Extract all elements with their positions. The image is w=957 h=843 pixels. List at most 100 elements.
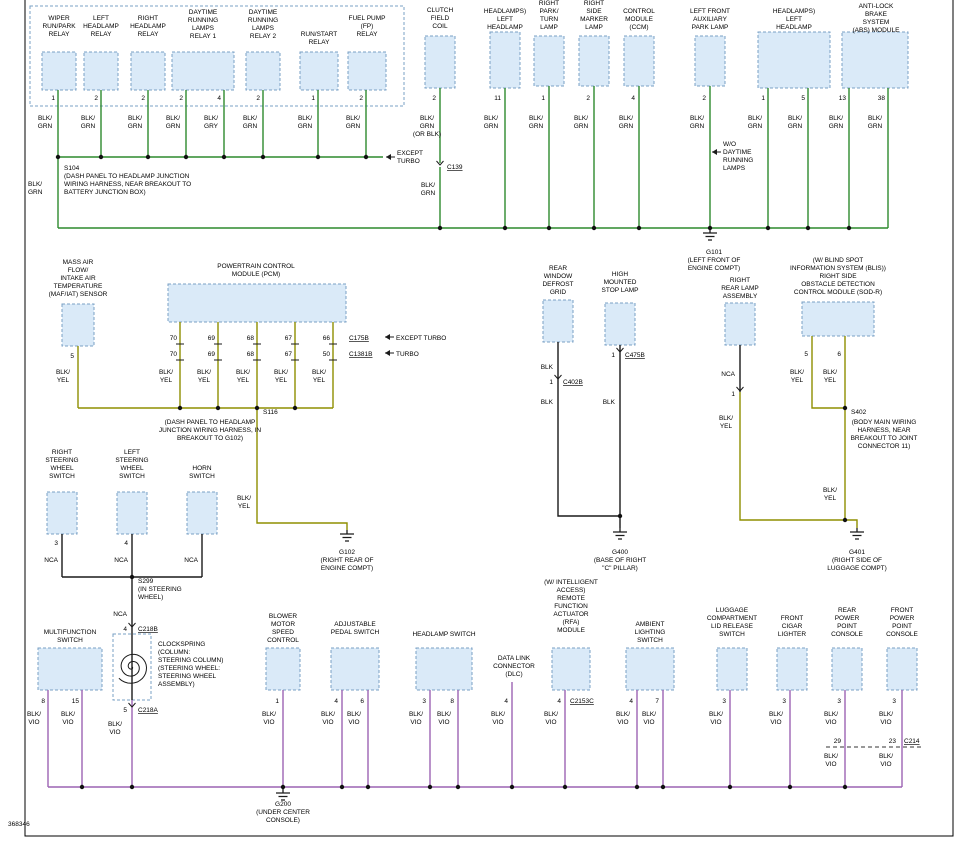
- right-sw-switch-label-line-0: RIGHT: [52, 449, 72, 456]
- wire-color-s104-line-1: GRN: [28, 189, 43, 196]
- wire-color-rear-pp-b-line-1: VIO: [825, 761, 836, 768]
- s402-desc-line-3: CONNECTOR 11): [858, 443, 911, 450]
- junction-dot: [365, 784, 371, 790]
- c475b-connector-label-line-0[interactable]: C475B: [625, 352, 645, 359]
- wire-color-pcm-1-line-1: YEL: [160, 377, 173, 384]
- c402b-connector-label[interactable]: C402B: [563, 379, 583, 386]
- drl-relay-2-label-line-2: LAMPS: [252, 25, 275, 32]
- s116-splice-label-line-0: S116: [263, 409, 278, 416]
- c402b-connector-label-line-0[interactable]: C402B: [563, 379, 583, 386]
- c139-connector-label-line-0[interactable]: C139: [447, 164, 463, 171]
- rfa-module-label-line-0: (W/ INTELLIGENT: [544, 579, 598, 586]
- c218a-connector-label[interactable]: C218A: [138, 707, 159, 714]
- wire-color-ambient-b-line-0: BLK/: [642, 711, 656, 718]
- luggage-pin-line-0: 3: [722, 698, 726, 705]
- run-start-relay-box: [299, 51, 339, 91]
- c218a-connector-label-line-0[interactable]: C218A: [138, 707, 159, 714]
- c214-connector-label[interactable]: C214: [904, 738, 920, 745]
- junction-dot: [617, 513, 623, 519]
- junction-dot: [765, 225, 771, 231]
- dlc-pin-line-0: 4: [504, 698, 508, 705]
- wire-color-front-pp-b-line-1: VIO: [880, 761, 891, 768]
- rear-lamp-pin: 1: [731, 391, 735, 398]
- side-marker-lamp-label-line-3: LAMP: [585, 24, 603, 31]
- sod-wire-a: [811, 336, 845, 409]
- wire-color-lh-relay: BLK/GRN: [81, 115, 96, 130]
- wo-drl-note-line-0: W/O: [723, 141, 736, 148]
- wire-color-g102-line-1: YEL: [238, 503, 251, 510]
- c1381b-connector-label-line-0[interactable]: C1381B: [349, 351, 373, 358]
- wire-color-blower-line-1: VIO: [263, 719, 274, 726]
- left-sw-switch-label-line-2: WHEEL: [120, 465, 144, 472]
- wire-color-mf-b: BLK/VIO: [61, 711, 75, 726]
- park-turn-lamp-pin: 1: [541, 95, 545, 102]
- wire-color-defrost-1-line-0: BLK: [541, 364, 554, 371]
- g102-label-line-2: ENGINE COMPT): [321, 565, 373, 572]
- clutch-coil-box: [424, 35, 456, 89]
- left-sw-nca-line-0: NCA: [114, 557, 128, 564]
- multifunction-switch-box: [37, 647, 103, 691]
- horn-nca: NCA: [184, 557, 198, 564]
- drl-relay-1-label-line-1: RUNNING: [188, 17, 218, 24]
- left-sw-pin: 4: [124, 540, 128, 547]
- headlamp-1-pin: 11: [494, 95, 501, 102]
- wire-color-hls-b-line-1: VIO: [438, 719, 449, 726]
- wire-color-s402-line-1: YEL: [824, 495, 837, 502]
- c1381b-connector-label[interactable]: C1381B: [349, 351, 373, 358]
- left-headlamp-relay-box: [83, 51, 119, 91]
- wire-color-wiper: BLK/GRN: [38, 115, 53, 130]
- wire-color-blower: BLK/VIO: [262, 711, 276, 726]
- pcm-pin-r2-1: 70: [170, 351, 178, 358]
- wire-color-maf-line-1: YEL: [57, 377, 70, 384]
- wire-color-abs-b-line-1: GRN: [868, 123, 883, 130]
- wire-color-wiper-line-0: BLK/: [38, 115, 52, 122]
- abs-module-label-line-1: BRAKE: [865, 11, 888, 18]
- c175b-connector-label-line-0[interactable]: C175B: [349, 335, 369, 342]
- c475b-connector-label[interactable]: C475B: [625, 352, 645, 359]
- wire-color-maf: BLK/YEL: [56, 369, 70, 384]
- left-headlamp-relay-label-line-0: LEFT: [93, 15, 109, 22]
- dlc-label-line-2: (DLC): [505, 671, 522, 678]
- c218b-connector-label-line-0[interactable]: C218B: [138, 626, 158, 633]
- cigar-pin-line-0: 3: [782, 698, 786, 705]
- wire-color-headlamp-2a-line-1: GRN: [748, 123, 763, 130]
- defrost-grid-box: [542, 299, 574, 343]
- g200-label-line-0: G200: [275, 801, 291, 808]
- wire-color-pcm-2: BLK/YEL: [197, 369, 211, 384]
- pcm-pin-r1-3-line-0: 68: [247, 335, 255, 342]
- c218b-connector-label[interactable]: C218B: [138, 626, 158, 633]
- right-sw-switch-label-line-3: SWITCH: [49, 473, 75, 480]
- horn-switch-label-line-0: HORN: [192, 465, 211, 472]
- wire-color-sod-b-line-1: YEL: [824, 377, 837, 384]
- wo-drl-note-line-1: DAYTIME: [723, 149, 752, 156]
- c2153c-connector-label-line-0[interactable]: C2153C: [570, 698, 594, 705]
- junction-dot: [280, 784, 286, 790]
- rear-pp-label-line-1: POWER: [835, 615, 860, 622]
- c218b-connector-symbol: [128, 622, 136, 628]
- c139-connector-label[interactable]: C139: [447, 164, 463, 171]
- headlamp-2-pin-b: 5: [801, 95, 805, 102]
- sod-module-label-line-1: INFORMATION SYSTEM (BLIS)): [790, 265, 886, 272]
- pcm-pin-r1-1: 70: [170, 335, 178, 342]
- wire-color-side-marker: BLK/GRN: [574, 115, 589, 130]
- c175b-connector-label[interactable]: C175B: [349, 335, 369, 342]
- right-sw-nca: NCA: [44, 557, 58, 564]
- c2153c-connector-label[interactable]: C2153C: [570, 698, 594, 705]
- rear-lamp-wire-lower: [739, 392, 858, 528]
- front-pp-box: [886, 647, 918, 691]
- wire-color-c139: BLK/GRN: [421, 182, 436, 197]
- relay-group-box: [29, 5, 405, 107]
- side-marker-lamp-label-line-2: MARKER: [580, 16, 608, 23]
- hls-pin-a: 3: [422, 698, 426, 705]
- front-pp-label-line-1: POWER: [890, 615, 915, 622]
- wire-color-front-pp-a: BLK/VIO: [879, 711, 893, 726]
- pcm-label-line-1: MODULE (PCM): [232, 271, 280, 278]
- blower-label-line-2: SPEED: [272, 629, 294, 636]
- right-sw-switch-box: [46, 491, 78, 535]
- c214-connector-label-line-0[interactable]: C214: [904, 738, 920, 745]
- s116-splice-label: S116: [263, 409, 278, 416]
- junction-dot: [634, 784, 640, 790]
- wire-color-pcm-3-line-0: BLK/: [236, 369, 250, 376]
